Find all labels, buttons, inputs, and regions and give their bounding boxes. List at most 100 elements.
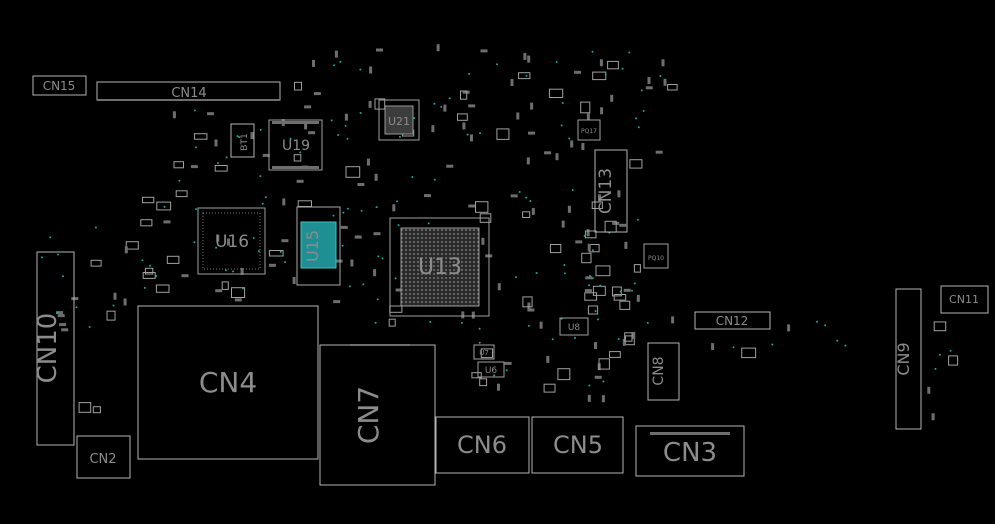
smd-part <box>568 137 571 140</box>
smd-part <box>527 302 531 310</box>
smd-part <box>427 222 430 225</box>
connector-cn10[interactable]: CN10 <box>33 251 75 446</box>
smd-part <box>181 274 189 278</box>
smd-part <box>78 402 92 413</box>
connector-cn2[interactable]: CN2 <box>76 435 131 479</box>
chip-u7[interactable]: U7 <box>473 344 495 360</box>
smd-part <box>296 179 304 183</box>
smd-part <box>585 276 593 280</box>
connector-cn12[interactable]: CN12 <box>694 311 771 330</box>
connector-cn4[interactable]: CN4 <box>137 305 319 460</box>
smd-part <box>571 189 574 191</box>
smd-part <box>172 111 176 119</box>
smd-part <box>443 104 447 112</box>
smd-part <box>609 351 621 358</box>
connector-cn11[interactable]: CN11 <box>940 285 989 314</box>
smd-part <box>530 102 534 110</box>
smd-part <box>584 230 597 239</box>
smd-part <box>293 154 302 162</box>
cn9-label: CN9 <box>894 342 913 375</box>
smd-part <box>193 109 196 112</box>
smd-part <box>225 156 228 159</box>
chip-u13[interactable]: U13 <box>389 217 490 317</box>
smd-part <box>125 241 139 250</box>
smd-part <box>57 253 59 256</box>
smd-part <box>75 306 78 309</box>
smd-part <box>539 321 543 329</box>
chip-u8[interactable]: U8 <box>559 317 589 336</box>
chip-u15-highlighted[interactable]: U15 <box>296 206 341 286</box>
smd-part <box>362 283 365 286</box>
chip-u21[interactable]: U21 <box>378 99 420 141</box>
smd-part <box>334 50 338 58</box>
smd-part <box>113 292 117 300</box>
connector-cn9[interactable]: CN9 <box>894 288 922 430</box>
chip-u16[interactable]: U16 <box>197 207 266 275</box>
smd-part <box>163 205 166 208</box>
chip-pq17[interactable]: PQ17 <box>577 119 601 141</box>
pq10-label: PQ10 <box>648 255 664 262</box>
smd-part <box>591 201 603 209</box>
smd-part <box>330 119 333 122</box>
smd-part <box>217 162 219 165</box>
smd-part <box>257 250 260 253</box>
smd-part <box>607 60 619 70</box>
smd-part <box>143 286 146 289</box>
smd-part <box>594 342 597 350</box>
cn3-label: CN3 <box>663 438 717 468</box>
smd-part <box>531 207 535 215</box>
smd-part <box>528 131 535 135</box>
smd-part <box>261 202 264 205</box>
smd-part <box>505 369 508 372</box>
chip-u6[interactable]: U6 <box>477 361 505 378</box>
smd-part <box>332 214 335 217</box>
smd-part <box>344 113 348 121</box>
smd-part <box>389 305 403 313</box>
chip-u19[interactable]: U19 <box>268 119 323 171</box>
smd-part <box>523 52 527 60</box>
connector-cn5[interactable]: CN5 <box>531 416 624 474</box>
smd-part <box>396 200 398 203</box>
smd-part <box>535 272 538 274</box>
battery-bt1[interactable]: BT1 <box>230 123 255 158</box>
connector-cn3[interactable]: CN3 <box>635 425 745 477</box>
connector-cn14[interactable]: CN14 <box>96 81 281 101</box>
smd-part <box>56 311 64 315</box>
smd-part <box>563 272 566 275</box>
smd-part <box>252 237 255 239</box>
smd-part <box>584 292 598 301</box>
smd-part <box>597 318 599 321</box>
smd-part <box>282 198 286 206</box>
smd-part <box>560 124 563 127</box>
chip-pq10[interactable]: PQ10 <box>643 243 669 269</box>
smd-part <box>354 235 362 239</box>
smd-part <box>166 255 180 264</box>
connector-cn13[interactable]: CN13 <box>594 149 628 233</box>
smd-part <box>622 338 626 346</box>
smd-part <box>546 355 550 363</box>
smd-part <box>591 50 594 53</box>
connector-cn7[interactable]: CN7 <box>319 344 436 486</box>
smd-part <box>142 196 155 204</box>
smd-part <box>190 165 198 169</box>
smd-part <box>377 255 380 258</box>
smd-part <box>478 341 481 344</box>
smd-part <box>214 165 228 172</box>
smd-part <box>140 219 153 227</box>
smd-part <box>527 324 530 327</box>
smd-part <box>433 178 436 181</box>
smd-part <box>264 196 267 199</box>
connector-cn15[interactable]: CN15 <box>32 75 87 96</box>
smd-part <box>424 194 431 198</box>
smd-part <box>642 110 645 112</box>
smd-part <box>392 204 396 212</box>
smd-part <box>346 137 349 140</box>
cn4-label: CN4 <box>199 366 257 399</box>
smd-part <box>516 112 520 120</box>
connector-cn8[interactable]: CN8 <box>647 342 680 401</box>
connector-cn6[interactable]: CN6 <box>435 416 530 474</box>
smd-part <box>374 98 386 110</box>
smd-part <box>624 332 633 342</box>
smd-part <box>59 323 67 327</box>
